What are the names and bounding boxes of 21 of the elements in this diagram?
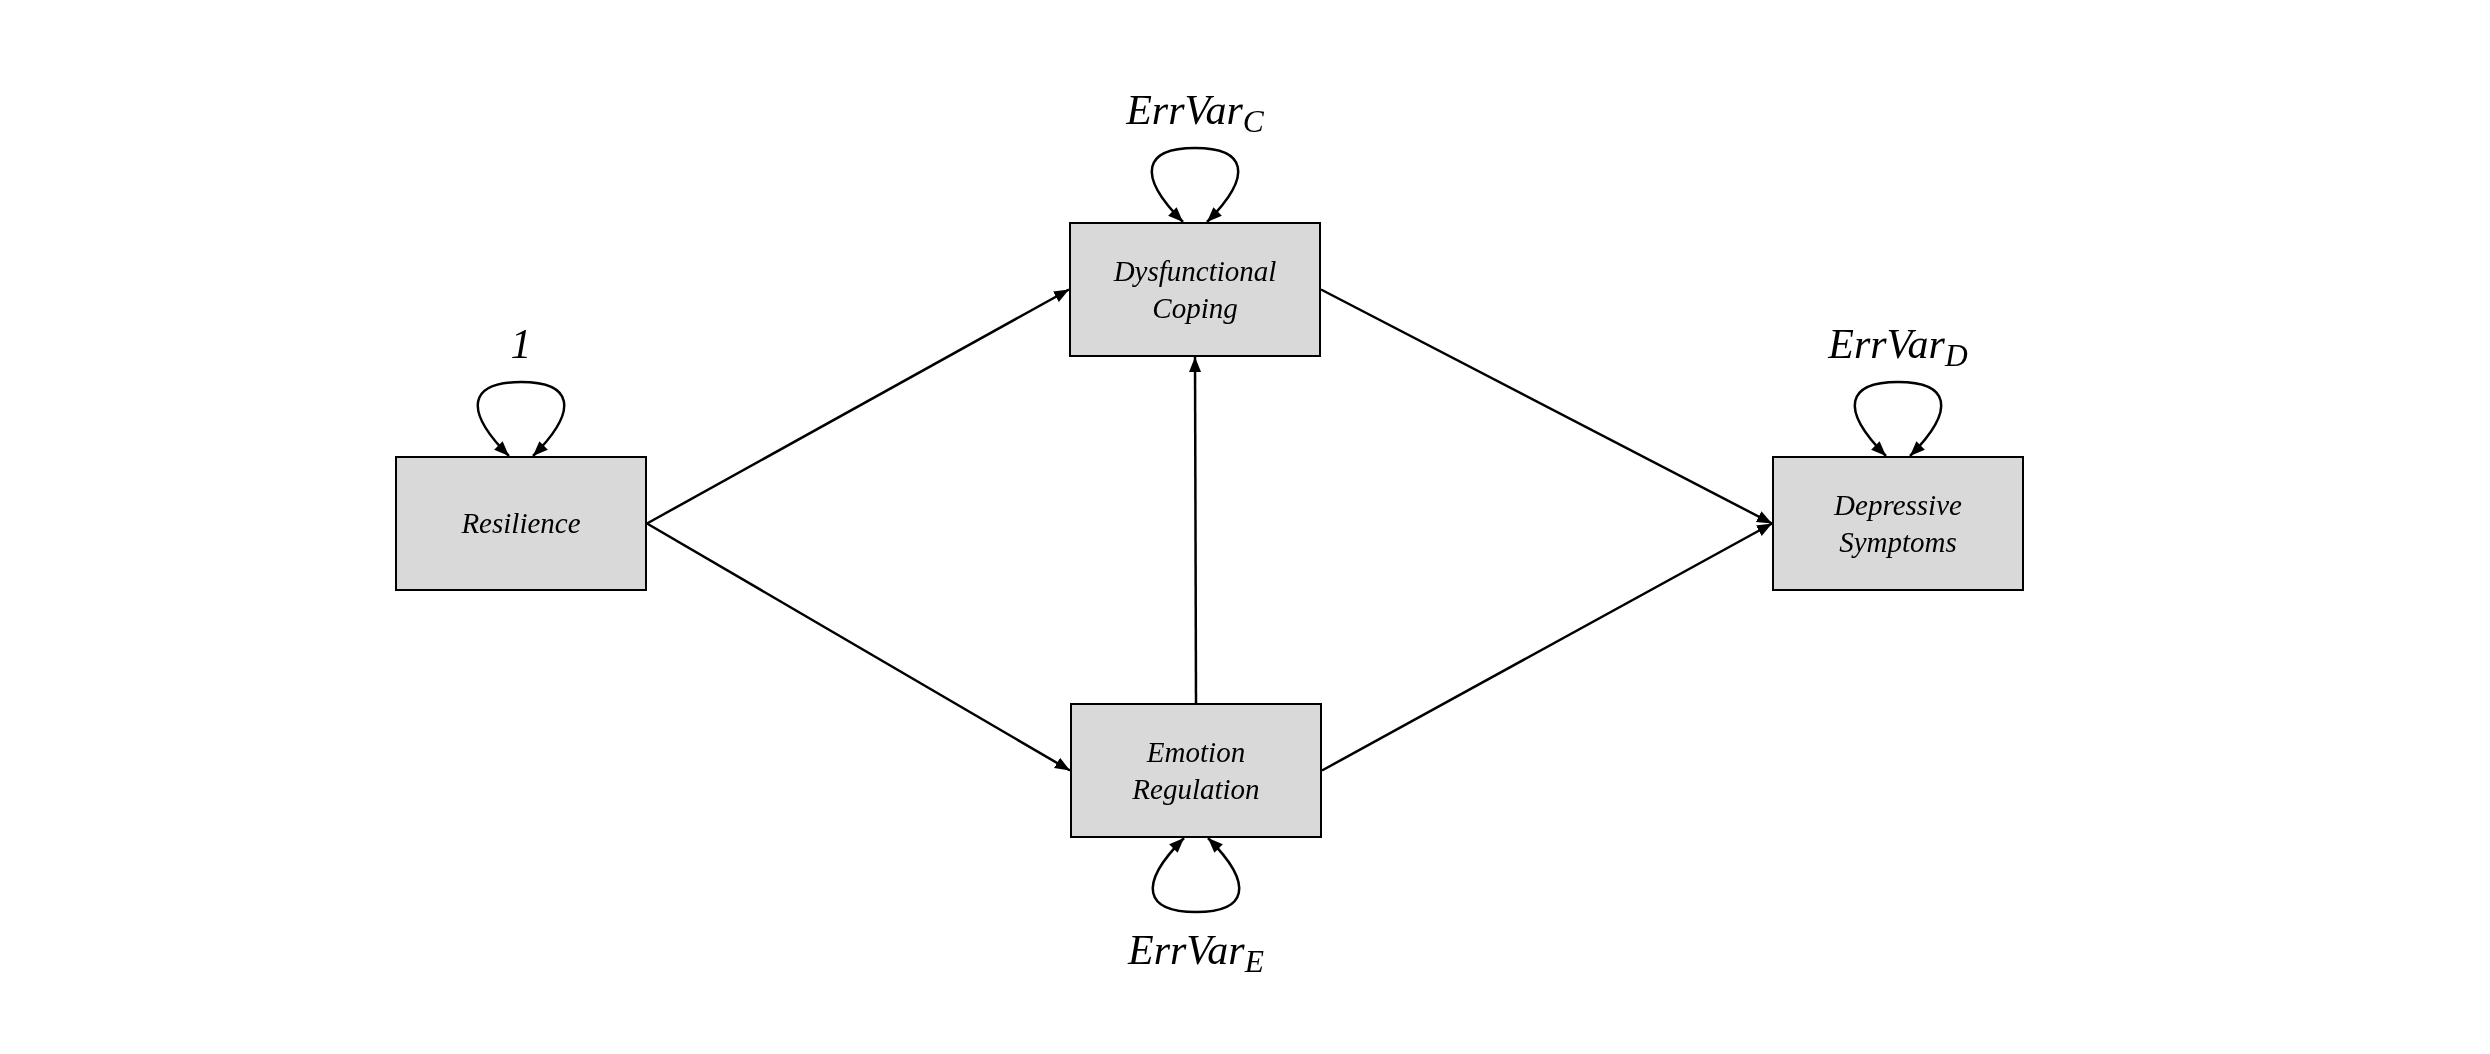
- edge-label: 1: [510, 323, 532, 365]
- variable-box: [1772, 456, 2024, 591]
- variance-loop-arrow: [476, 380, 566, 457]
- variable-name: Depressive Symptoms: [1832, 488, 1963, 560]
- variable-name: Resilience: [460, 506, 582, 542]
- arrow: [646, 288, 1070, 525]
- variable-box: [1069, 222, 1321, 357]
- edge-label: ErrVar$_{C}$: [1126, 89, 1264, 131]
- variable-box: [1070, 703, 1322, 838]
- variance-loop-arrow: [1151, 837, 1241, 914]
- arrow: [1320, 288, 1773, 525]
- arrow: [1321, 522, 1773, 772]
- variable-box: [395, 456, 647, 591]
- edge-label: ErrVar$_{E}$: [1128, 929, 1264, 971]
- arrow: [646, 522, 1071, 772]
- variance-loop-arrow: [1150, 146, 1240, 223]
- edge-label: ErrVar$_{D}$: [1828, 323, 1968, 365]
- arrow: [1189, 357, 1202, 703]
- variable-name: Emotion Regulation: [1131, 735, 1261, 807]
- variance-loop-arrow: [1853, 380, 1943, 457]
- variable-name: Dysfunctional Coping: [1112, 254, 1278, 326]
